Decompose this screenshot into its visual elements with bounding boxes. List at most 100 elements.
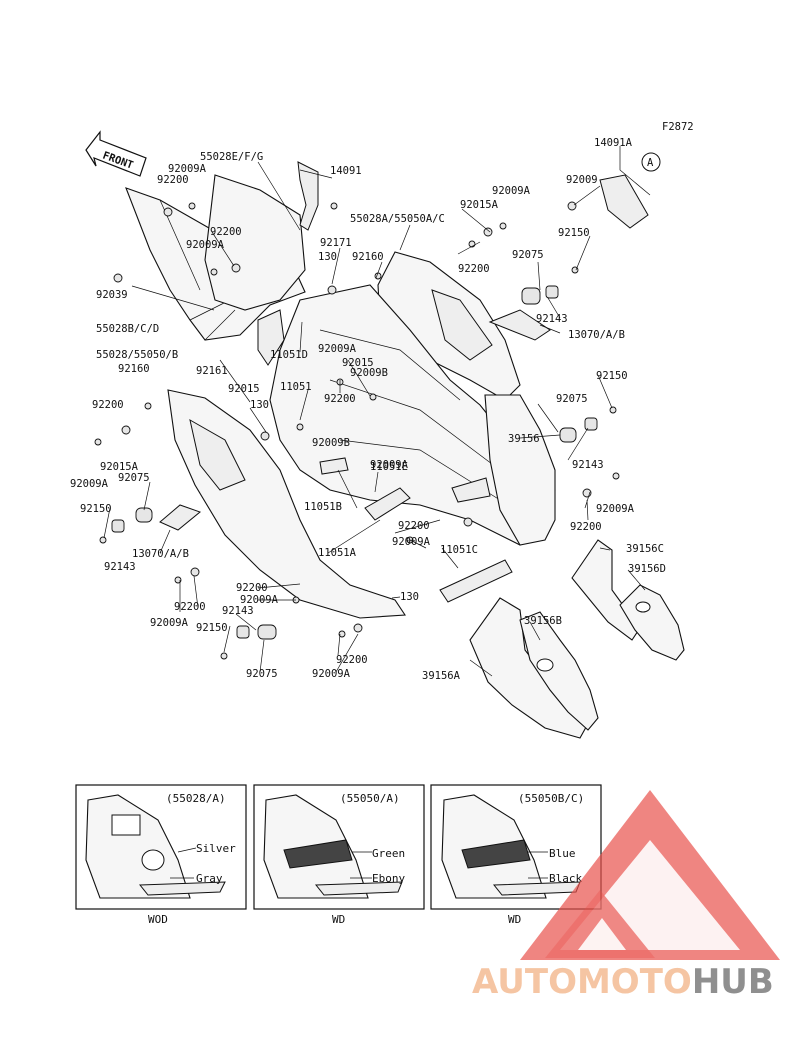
screw-symbols: [94, 201, 620, 660]
part-label: 130: [250, 399, 269, 411]
part-label: 11051A: [318, 547, 357, 559]
part-label: 92143: [104, 561, 136, 573]
callout-a-top: A: [641, 152, 661, 172]
variant-footer: WD: [508, 913, 521, 926]
part-label: 92143: [572, 459, 604, 471]
part-label: 92150: [558, 227, 590, 239]
color-name: Silver: [196, 842, 236, 855]
front-arrow-icon: FRONT: [85, 130, 147, 177]
variant-code: (55028/A): [166, 792, 226, 805]
part-label: 13070/A/B: [568, 329, 625, 341]
part-label: 55028/55050/B: [96, 349, 178, 361]
part-label: 55028E/F/G: [200, 151, 263, 163]
part-label: 39156C: [626, 543, 664, 555]
duct-13070-left: [159, 504, 202, 531]
part-label: 13070/A/B: [132, 548, 189, 560]
grommet-92075-left: [135, 507, 153, 523]
part-label: 92200: [324, 393, 356, 405]
part-label: 92150: [196, 622, 228, 634]
protector-39156b: [519, 611, 599, 731]
grommet-92075-right: [521, 287, 541, 305]
part-label: 92150: [80, 503, 112, 515]
collar-92143-d: [236, 625, 250, 639]
color-name: Gray: [196, 872, 223, 885]
variant-box-2: (55050/A) Green Ebony WD: [253, 784, 425, 926]
watermark-logo: AUTOMOTOHUB: [472, 790, 780, 1002]
part-labels: 14091A 14091 92009 92009A 92015A 92200 9…: [70, 137, 666, 682]
collar-92143-b: [584, 417, 598, 431]
duct-13070-right: [488, 309, 551, 341]
part-label: 55028B/C/D: [96, 323, 159, 335]
collar-92143-c: [111, 519, 125, 533]
lower-cowl-left: [167, 389, 406, 619]
part-label: 11051: [280, 381, 312, 393]
color-name: Black: [549, 872, 582, 885]
part-label: 92200: [236, 582, 268, 594]
variant-box-1: (55028/A) Silver Gray WOD: [75, 784, 247, 926]
part-label: 92009A: [392, 536, 431, 548]
part-label: 130: [318, 251, 337, 263]
part-label: 92200: [336, 654, 368, 666]
part-label: 130: [400, 591, 419, 603]
part-label: 14091: [330, 165, 362, 177]
part-label: 92015: [228, 383, 260, 395]
part-label: 11051D: [270, 349, 308, 361]
protector-39156d: [619, 584, 685, 661]
variant-footer: WD: [332, 913, 345, 926]
svg-text:A: A: [647, 157, 654, 169]
color-name: Ebony: [372, 872, 405, 885]
grommet-92075-mid: [559, 427, 577, 443]
watermark-text: AUTOMOTOHUB: [472, 962, 774, 1002]
part-label: 92200: [92, 399, 124, 411]
part-label: 39156D: [628, 563, 666, 575]
part-label: 92160: [118, 363, 150, 375]
part-label: 92200: [157, 174, 189, 186]
part-label: 39156A: [422, 670, 461, 682]
part-label: 92009B: [350, 367, 388, 379]
part-label: 92009A: [240, 594, 279, 606]
part-label: 92039: [96, 289, 128, 301]
part-label: 92143: [536, 313, 568, 325]
bracket-11051a: [364, 487, 411, 521]
part-label: 92009A: [370, 459, 409, 471]
part-label: 92075: [246, 668, 278, 680]
part-label: 92009A: [596, 503, 635, 515]
part-label: 11051C: [440, 544, 478, 556]
part-label: 11051B: [304, 501, 342, 513]
grommet-92075-bottom: [257, 624, 277, 640]
part-label: 92009A: [318, 343, 357, 355]
part-label: 92009A: [168, 163, 207, 175]
part-label: 92009: [566, 174, 598, 186]
part-label: 39156: [508, 433, 540, 445]
part-label: 92015: [342, 357, 374, 369]
part-label: 55028A/55050A/C: [350, 213, 445, 225]
part-label: 92160: [352, 251, 384, 263]
figure-code: F2872: [662, 121, 694, 133]
color-name: Green: [372, 847, 405, 860]
part-label: 92075: [556, 393, 588, 405]
part-label: 92009A: [70, 478, 109, 490]
left-inner-cover: [204, 174, 306, 311]
leader-lines: [103, 146, 651, 677]
bracket-11051b: [319, 457, 349, 475]
protector-39156c: [571, 539, 641, 641]
part-label: 92200: [458, 263, 490, 275]
color-name: Blue: [549, 847, 576, 860]
small-bracket-left: [257, 309, 285, 366]
part-label: 92015A: [460, 199, 499, 211]
part-label: 92009B: [312, 437, 350, 449]
part-label: 92009A: [492, 185, 531, 197]
part-label: 92200: [210, 226, 242, 238]
part-label: 92009A: [312, 668, 351, 680]
part-label: 92009A: [150, 617, 189, 629]
part-label: 92075: [118, 472, 150, 484]
variant-code: (55050B/C): [518, 792, 584, 805]
collar-92143-a: [545, 285, 559, 299]
part-label: 92171: [320, 237, 352, 249]
part-label: 92200: [570, 521, 602, 533]
variant-footer: WOD: [148, 913, 168, 926]
inner-panel-right: [599, 174, 649, 229]
bracket-11051c: [439, 559, 513, 603]
variant-box-3: (55050B/C) Blue Black WD: [430, 784, 602, 926]
part-label: 92075: [512, 249, 544, 261]
